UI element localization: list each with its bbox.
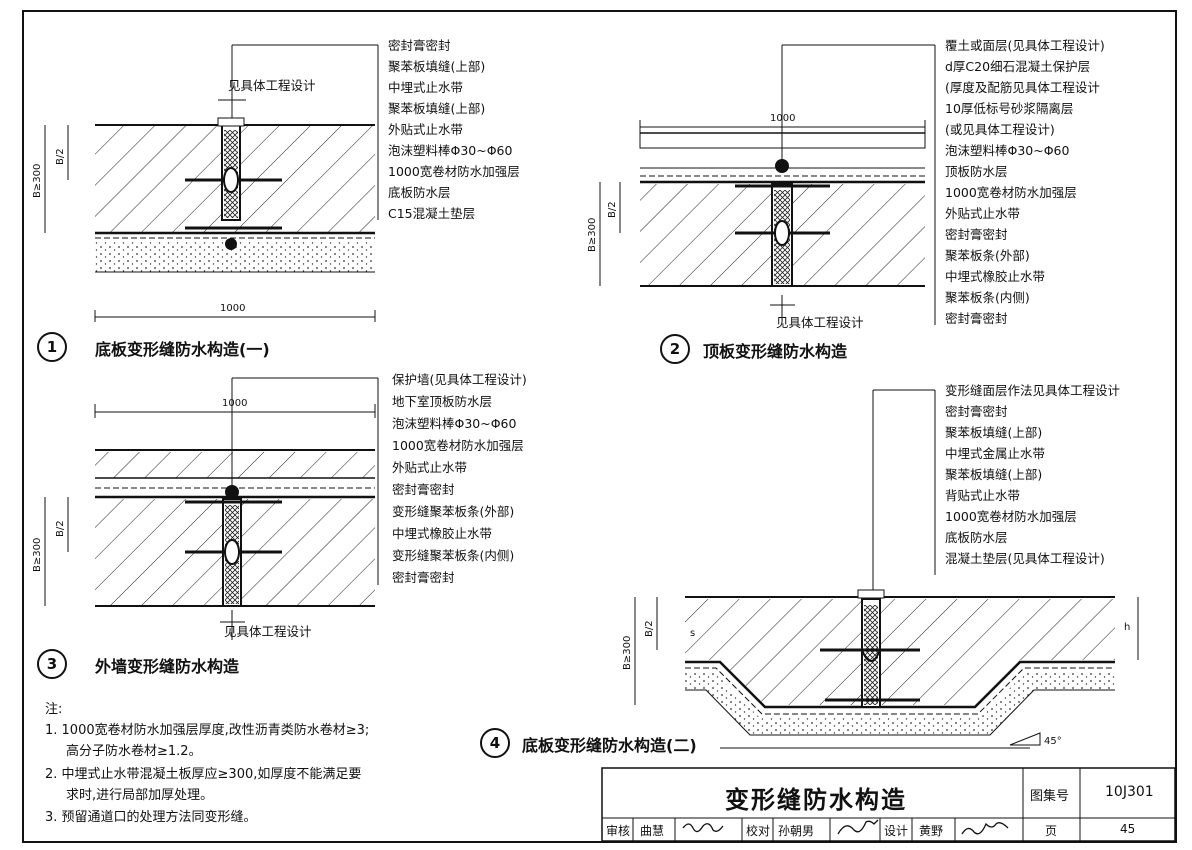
d1-dim-b: B≥300 [32, 163, 43, 198]
d2-label: 泡沫塑料棒Φ30~Φ60 [945, 143, 1070, 158]
d1-number: 1 [37, 332, 67, 362]
d2-label: 顶板防水层 [945, 164, 1008, 179]
d1-dim-b2: B/2 [55, 148, 66, 165]
d3-label: 外贴式止水带 [392, 460, 468, 475]
note-line: 求时,进行局部加厚处理。 [66, 788, 214, 803]
review-label: 审核 [606, 824, 631, 838]
d2-number: 2 [660, 334, 690, 364]
d2-label: 外贴式止水带 [945, 206, 1021, 221]
d1-label: C15混凝土垫层 [388, 206, 476, 221]
d2-label: 密封膏密封 [945, 311, 1008, 326]
d2-dim-b: B≥300 [587, 217, 598, 252]
d1-label: 聚苯板填缝(上部) [388, 59, 486, 74]
d2-label: 中埋式橡胶止水带 [945, 269, 1046, 284]
d3-label: 密封膏密封 [392, 482, 455, 497]
d4-label: 底板防水层 [945, 530, 1008, 545]
d2-label: (厚度及配筋见具体工程设计 [945, 80, 1100, 95]
d3-label: 地下室顶板防水层 [392, 394, 493, 409]
d4-label: 中埋式金属止水带 [945, 446, 1046, 461]
d1-ref-label: 见具体工程设计 [228, 78, 316, 93]
d3-ref-label: 见具体工程设计 [224, 624, 312, 639]
d3-label: 密封膏密封 [392, 570, 455, 585]
review-name: 曲慧 [640, 824, 665, 838]
check-name: 孙朝男 [778, 824, 815, 838]
d1-label: 聚苯板填缝(上部) [388, 101, 486, 116]
d3-label: 保护墙(见具体工程设计) [392, 372, 527, 387]
d2-label: 覆土或面层(见具体工程设计) [945, 38, 1105, 53]
d4-dim-h: h [1124, 622, 1131, 633]
d2-label: 聚苯板条(内侧) [945, 290, 1030, 305]
d1-title: 底板变形缝防水构造(一) [95, 340, 270, 359]
d4-label: 混凝土垫层(见具体工程设计) [945, 551, 1105, 566]
d4-dim-s: s [690, 628, 696, 639]
d3-number: 3 [37, 649, 67, 679]
d1-label: 中埋式止水带 [388, 80, 464, 95]
d2-title: 顶板变形缝防水构造 [703, 342, 848, 361]
d4-label: 1000宽卷材防水加强层 [945, 509, 1077, 524]
d1-label: 外贴式止水带 [388, 122, 464, 137]
d3-title: 外墙变形缝防水构造 [95, 657, 240, 676]
sheet-frame [22, 10, 1177, 843]
note-line: 2. 中埋式止水带混凝土板厚应≥300,如厚度不能满足要 [45, 767, 362, 782]
detail-1-drawing [44, 44, 379, 322]
d4-dim-b2: B/2 [644, 620, 655, 637]
page-label: 页 [1045, 824, 1058, 838]
d2-dim-b2: B/2 [607, 201, 618, 218]
d3-dim-b: B≥300 [32, 537, 43, 572]
d1-dim-width: 1000 [220, 303, 246, 314]
d2-label: 密封膏密封 [945, 227, 1008, 242]
d2-ref-label: 见具体工程设计 [776, 315, 864, 330]
d2-label: d厚C20细石混凝土保护层 [945, 59, 1091, 74]
d3-label: 中埋式橡胶止水带 [392, 526, 493, 541]
notes-heading: 注: [45, 702, 63, 717]
design-name: 黄野 [919, 824, 944, 838]
d3-label: 1000宽卷材防水加强层 [392, 438, 524, 453]
sheet-title: 变形缝防水构造 [725, 786, 907, 814]
check-label: 校对 [746, 824, 771, 838]
d3-label: 变形缝聚苯板条(内侧) [392, 548, 515, 563]
d3-dim-b2: B/2 [55, 520, 66, 537]
d2-dim-width: 1000 [770, 113, 796, 124]
d3-dim-width: 1000 [222, 398, 248, 409]
d4-title: 底板变形缝防水构造(二) [522, 736, 697, 755]
d2-label: (或见具体工程设计) [945, 122, 1055, 137]
d1-label: 1000宽卷材防水加强层 [388, 164, 520, 179]
detail-3-drawing [44, 377, 379, 640]
note-line: 高分子防水卷材≥1.2。 [66, 744, 202, 759]
d4-label: 变形缝面层作法见具体工程设计 [945, 383, 1121, 398]
d4-dim-b: B≥300 [622, 635, 633, 670]
d4-angle: 45° [1044, 736, 1062, 747]
d3-label: 泡沫塑料棒Φ30~Φ60 [392, 416, 517, 431]
d4-label: 聚苯板填缝(上部) [945, 467, 1043, 482]
d1-label: 底板防水层 [388, 185, 451, 200]
d4-number: 4 [480, 728, 510, 758]
d3-label: 变形缝聚苯板条(外部) [392, 504, 515, 519]
d1-label: 泡沫塑料棒Φ30~Φ60 [388, 143, 513, 158]
d4-label: 聚苯板填缝(上部) [945, 425, 1043, 440]
atlas-label: 图集号 [1030, 789, 1070, 804]
note-line: 3. 预留通道口的处理方法同变形缝。 [45, 810, 257, 825]
design-label: 设计 [884, 824, 909, 838]
detail-4-drawing [634, 389, 1139, 749]
title-block-grid [601, 767, 1176, 842]
d4-label: 背贴式止水带 [945, 488, 1021, 503]
d2-label: 10厚低标号砂浆隔离层 [945, 101, 1074, 116]
d1-label: 密封膏密封 [388, 38, 451, 53]
detail-2-drawing [599, 44, 936, 325]
d2-label: 1000宽卷材防水加强层 [945, 185, 1077, 200]
page-number: 45 [1120, 822, 1136, 836]
atlas-number: 10J301 [1105, 784, 1154, 800]
d4-label: 密封膏密封 [945, 404, 1008, 419]
d2-label: 聚苯板条(外部) [945, 248, 1030, 263]
note-line: 1. 1000宽卷材防水加强层厚度,改性沥青类防水卷材≥3; [45, 723, 370, 738]
